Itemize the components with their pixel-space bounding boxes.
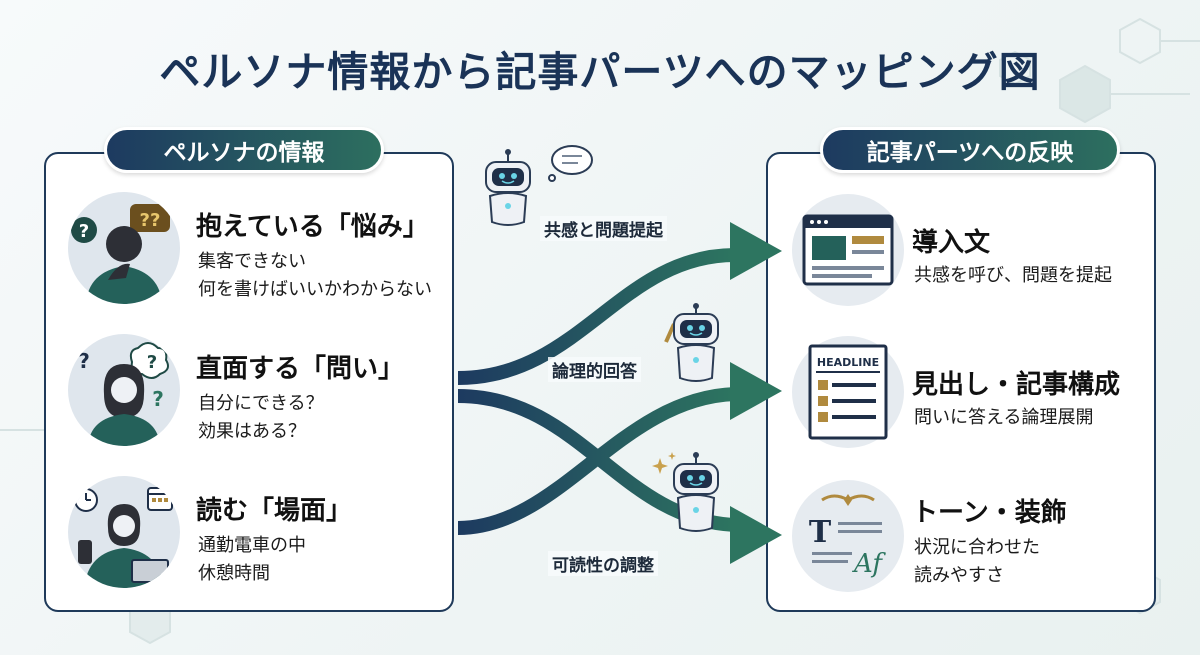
bubble-question-marks: ?? [140,210,161,231]
svg-text:?: ? [152,387,164,411]
persona-3-line-2: 休憩時間 [198,563,270,584]
robot-with-speech-bubble-icon [485,145,593,226]
headline-icon-text: HEADLINE [817,356,879,369]
persona-1-title: 抱えている「悩み」 [196,212,429,242]
flow-path-5 [457,387,736,535]
flow-label-2: 論理的回答 [548,357,641,382]
flow-path-2 [457,248,736,385]
arrowhead-3 [730,506,782,564]
flow-label-3: 可読性の調整 [548,551,658,576]
part-3-line-1: 状況に合わせた [914,537,1040,558]
svg-text:?: ? [78,349,90,373]
part-2-title: 見出し・記事構成 [912,370,1121,400]
part-1-title: 導入文 [912,228,991,258]
woman-with-phone-icon [68,476,180,588]
part-1-line-1: 共感を呼び、問題を提起 [914,265,1112,286]
part-3-title: トーン・装飾 [912,498,1067,528]
persona-2-line-1: 自分にできる？ [198,393,324,414]
persona-1-line-2: 何を書けばいいかわからない [198,279,432,300]
svg-text:?: ? [79,221,89,242]
persona-1-line-1: 集客できない [198,251,306,272]
flow-label-1: 共感と問題提起 [540,216,667,241]
robot-with-pencil-icon [664,303,719,382]
page-title: ペルソナ情報から記事パーツへのマッピング図 [159,48,1041,96]
svg-text:?: ? [147,352,157,373]
part-2-line-1: 問いに答える論理展開 [914,407,1094,428]
persona-3-line-1: 通勤電車の中 [198,535,306,556]
typography-icon: T Af [792,480,904,592]
persona-2-line-2: 効果はある？ [198,421,306,442]
typography-letter-t: T [809,515,832,550]
persona-3-title: 読む「場面」 [196,496,353,526]
headline-document-icon: HEADLINE [792,336,904,448]
persona-header: ペルソナの情報 [104,127,384,173]
thinking-man-icon: ?? ? [68,192,180,304]
typography-letters-af: Af [852,549,886,579]
web-page-icon [792,194,904,306]
arrowhead-1 [730,222,782,280]
part-3-line-2: 読みやすさ [914,565,1004,586]
persona-2-title: 直面する「問い」 [196,354,405,384]
robot-with-sparkles-icon [652,452,719,532]
arrowhead-2 [730,362,782,420]
thinking-woman-icon: ? ? ? [68,334,180,446]
article-parts-header: 記事パーツへの反映 [820,127,1120,173]
